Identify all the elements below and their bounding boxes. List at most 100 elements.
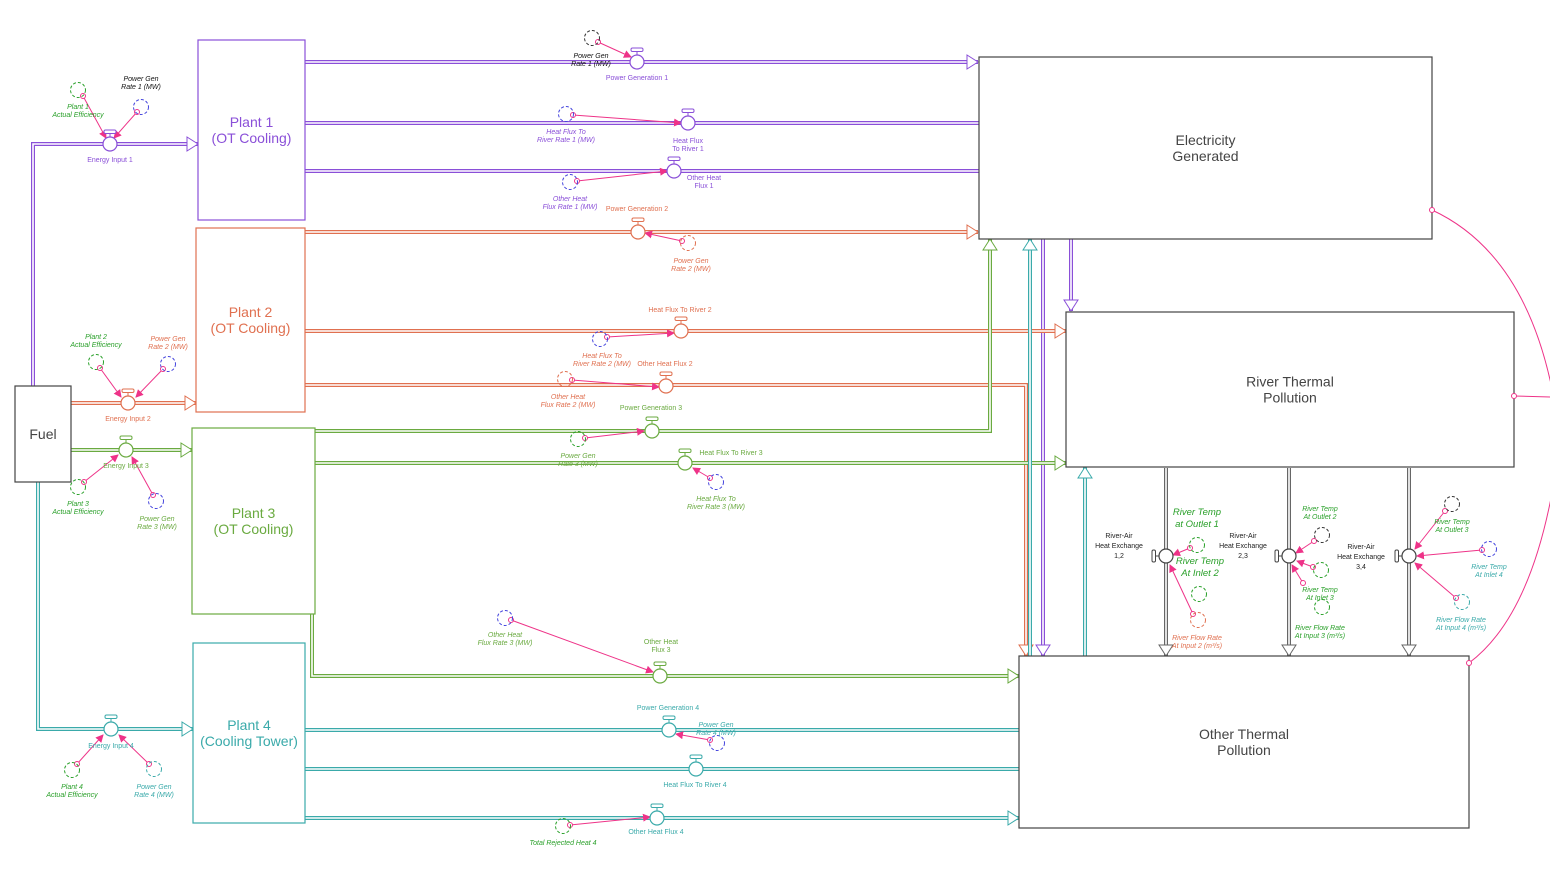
valve-other-heat-flux-3[interactable] <box>652 661 668 684</box>
valve-river-air-exchange-12[interactable] <box>1151 548 1174 564</box>
aux-power-gen-rate-2-left[interactable] <box>160 356 176 372</box>
aux-river-temp-inlet-2[interactable] <box>1191 586 1207 602</box>
aux-river-flow-rate-2[interactable] <box>1190 612 1206 628</box>
aux-other-heat-rate-2[interactable] <box>557 371 573 387</box>
valve-power-generation-1-circle <box>629 54 645 70</box>
label-other-heat-rate-3-line-0: Other Heat <box>488 632 523 639</box>
auxiliary-variables <box>64 30 1497 834</box>
valve-energy-input-1[interactable] <box>102 129 118 152</box>
valve-power-generation-2[interactable] <box>630 217 646 240</box>
aux-river-temp-outlet-1[interactable] <box>1189 537 1205 553</box>
aux-river-temp-inlet-4[interactable] <box>1481 541 1497 557</box>
pipe-river-air-exchange-34-arrowhead <box>1401 644 1417 657</box>
conn-p2-eff <box>97 365 122 398</box>
label-river-flow-rate-3-line-1: At Input 3 (m³/s) <box>1294 633 1345 640</box>
valve-energy-input-2-circle <box>120 395 136 411</box>
stock-plant-1-label: Plant 1(OT Cooling) <box>212 114 292 146</box>
aux-river-flow-rate-3[interactable] <box>1314 599 1330 615</box>
valve-energy-input-4[interactable] <box>103 714 119 737</box>
aux-power-gen-rate-1[interactable] <box>584 30 600 46</box>
aux-plant2-efficiency[interactable] <box>88 354 104 370</box>
stock-plant-1-label-line-0: Plant 1 <box>230 114 274 130</box>
valve-heat-flux-to-river-1[interactable] <box>680 108 696 131</box>
valve-other-heat-flux-4[interactable] <box>649 803 665 826</box>
aux-power-gen-rate-4[interactable] <box>709 735 725 751</box>
conn-p1-pgr <box>113 109 140 139</box>
aux-river-temp-inlet-3[interactable] <box>1313 562 1329 578</box>
conn-hf2 <box>604 329 675 340</box>
pipe-heat-flux-to-river-1-arrowhead <box>1063 299 1079 312</box>
conn-hf2-line <box>606 329 675 338</box>
valve-power-generation-3[interactable] <box>644 416 660 439</box>
pipe-other-heat-flux-1[interactable] <box>305 169 1051 657</box>
stock-plant-1[interactable]: Plant 1(OT Cooling) <box>197 39 306 221</box>
stock-plant-3-label-line-0: Plant 3 <box>232 505 276 521</box>
valve-energy-input-2[interactable] <box>120 388 136 411</box>
label-energy-input-1: Energy Input 1 <box>87 157 133 164</box>
valve-river-air-exchange-23[interactable] <box>1274 548 1297 564</box>
aux-plant3-efficiency[interactable] <box>70 479 86 495</box>
aux-power-gen-rate-3-left[interactable] <box>148 493 164 509</box>
pipe-other-heat-flux-2[interactable] <box>305 383 1034 657</box>
pipe-energy-input-4[interactable] <box>36 482 194 737</box>
conn-rt-in4-line <box>1416 549 1483 560</box>
aux-power-gen-rate-3[interactable] <box>570 431 586 447</box>
valve-other-heat-flux-1[interactable] <box>666 156 682 179</box>
valve-river-air-exchange-12-circle <box>1158 548 1174 564</box>
valve-power-generation-1[interactable] <box>629 47 645 70</box>
label-power-gen-rate-1-line-0: Power Gen <box>573 53 608 60</box>
aux-river-flow-rate-4[interactable] <box>1454 594 1470 610</box>
stock-fuel[interactable]: Fuel <box>14 385 72 483</box>
valve-heat-flux-to-river-2[interactable] <box>673 316 689 339</box>
label-other-heat-flux-1-line-0: Other Heat <box>687 175 721 182</box>
aux-river-temp-outlet-2[interactable] <box>1314 527 1330 543</box>
label-heat-flux-rate-1-line-1: River Rate 1 (MW) <box>537 137 595 144</box>
pipe-energy-input-3-arrowhead <box>180 442 193 458</box>
aux-plant1-efficiency[interactable] <box>70 82 86 98</box>
pipe-power-generation-3[interactable] <box>315 238 998 433</box>
conn-rt-out2-line <box>1295 540 1315 554</box>
aux-total-rejected-heat-4[interactable] <box>555 818 571 834</box>
pipe-other-heat-flux-3[interactable] <box>310 612 1020 684</box>
aux-plant4-efficiency[interactable] <box>64 762 80 778</box>
valve-heat-flux-to-river-4[interactable] <box>688 754 704 777</box>
aux-heat-flux-rate-1[interactable] <box>558 106 574 122</box>
label-energy-input-2: Energy Input 2 <box>105 416 151 423</box>
valve-river-air-exchange-34[interactable] <box>1394 548 1417 564</box>
conn-rfr2-line <box>1169 564 1194 615</box>
pipe-other-heat-flux-1-inner <box>305 170 1044 656</box>
flow-valves <box>102 47 1417 826</box>
aux-other-heat-rate-3[interactable] <box>497 610 513 626</box>
conn-rfr2 <box>1169 564 1196 617</box>
valve-energy-input-3[interactable] <box>118 435 134 458</box>
aux-heat-flux-rate-2[interactable] <box>592 331 608 347</box>
label-heat-flux-to-river-2-line-0: Heat Flux To River 2 <box>648 307 711 314</box>
arc-origin-other <box>1466 660 1472 666</box>
label-plant1-efficiency-line-1: Actual Efficiency <box>51 112 104 119</box>
aux-heat-flux-rate-3[interactable] <box>708 474 724 490</box>
aux-river-temp-outlet-3[interactable] <box>1444 496 1460 512</box>
aux-power-gen-rate-4-left[interactable] <box>146 761 162 777</box>
label-heat-flux-rate-3-line-1: River Rate 3 (MW) <box>687 504 745 511</box>
feedback-arc <box>1429 207 1550 666</box>
pipe-energy-input-1[interactable] <box>31 136 199 386</box>
stock-plant-4[interactable]: Plant 4(Cooling Tower) <box>192 642 306 824</box>
aux-power-gen-rate-2[interactable] <box>680 235 696 251</box>
stock-plant-3[interactable]: Plant 3(OT Cooling) <box>191 427 316 615</box>
pipe-energy-input-4-inner <box>37 482 193 730</box>
valve-heat-flux-to-river-3[interactable] <box>677 448 693 471</box>
label-energy-input-2-line-0: Energy Input 2 <box>105 416 151 423</box>
valve-other-heat-flux-2[interactable] <box>658 371 674 394</box>
aux-other-heat-rate-1[interactable] <box>562 174 578 190</box>
conn-oh3-line <box>510 619 654 674</box>
valve-power-generation-4[interactable] <box>661 715 677 738</box>
stock-plant-2[interactable]: Plant 2(OT Cooling) <box>195 227 306 413</box>
aux-power-gen-rate-1-left[interactable] <box>133 99 149 115</box>
